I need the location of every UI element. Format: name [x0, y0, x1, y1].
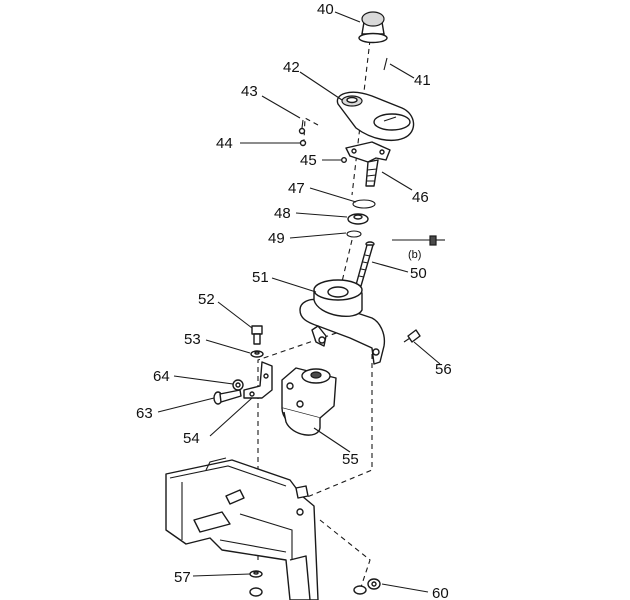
note-b-bolt: (b)	[392, 235, 445, 261]
callout-54: 54	[183, 430, 200, 447]
part-51-column-housing	[299, 279, 386, 365]
leader-lines	[157, 11, 441, 593]
part-52-bolt	[251, 325, 263, 345]
callout-41: 41	[414, 72, 431, 89]
callout-46: 46	[412, 189, 429, 206]
part-64-nut	[232, 379, 244, 391]
callout-51: 51	[252, 269, 269, 286]
part-41-pin	[383, 57, 388, 71]
callout-60: 60	[432, 585, 449, 600]
part-53-washer	[250, 350, 264, 358]
callout-42: 42	[283, 59, 300, 76]
part-60-nut	[353, 578, 381, 595]
callout-40: 40	[317, 1, 334, 18]
part-63-bolt	[213, 389, 242, 405]
part-56-screw	[403, 329, 421, 343]
callout-49: 49	[268, 230, 285, 247]
part-49-o-ring	[346, 230, 362, 238]
callout-53: 53	[184, 331, 201, 348]
callout-45: 45	[300, 152, 317, 169]
callout-47: 47	[288, 180, 305, 197]
callout-55: 55	[342, 451, 359, 468]
part-45-screw	[341, 156, 348, 163]
frame-panel	[165, 457, 319, 600]
callout-64: 64	[153, 368, 170, 385]
callout-labels: 40 41 42 43 44 45 46 47 48 49 50 51 52 5…	[136, 1, 452, 600]
part-55-steering-valve	[281, 367, 337, 436]
callout-48: 48	[274, 205, 291, 222]
callout-56: 56	[435, 361, 452, 378]
callout-43: 43	[241, 83, 258, 100]
callout-63: 63	[136, 405, 153, 422]
callout-57: 57	[174, 569, 191, 586]
part-44-screw	[299, 139, 307, 147]
part-57-washer	[249, 570, 263, 578]
part-43-screw	[298, 119, 306, 135]
part-47-retaining-ring	[352, 199, 376, 209]
part-54-mounting-bracket	[243, 361, 273, 399]
callout-52: 52	[198, 291, 215, 308]
callout-44: 44	[216, 135, 233, 152]
part-lower-nut	[249, 587, 263, 597]
part-50-long-bolt	[355, 241, 375, 287]
part-42-console-cover	[336, 91, 415, 141]
part-48-bearing-washer	[347, 213, 369, 225]
part-40-knob	[358, 11, 388, 44]
callout-50: 50	[410, 265, 427, 282]
part-46-shaft-bracket	[345, 141, 391, 187]
note-b-label: (b)	[408, 249, 421, 261]
